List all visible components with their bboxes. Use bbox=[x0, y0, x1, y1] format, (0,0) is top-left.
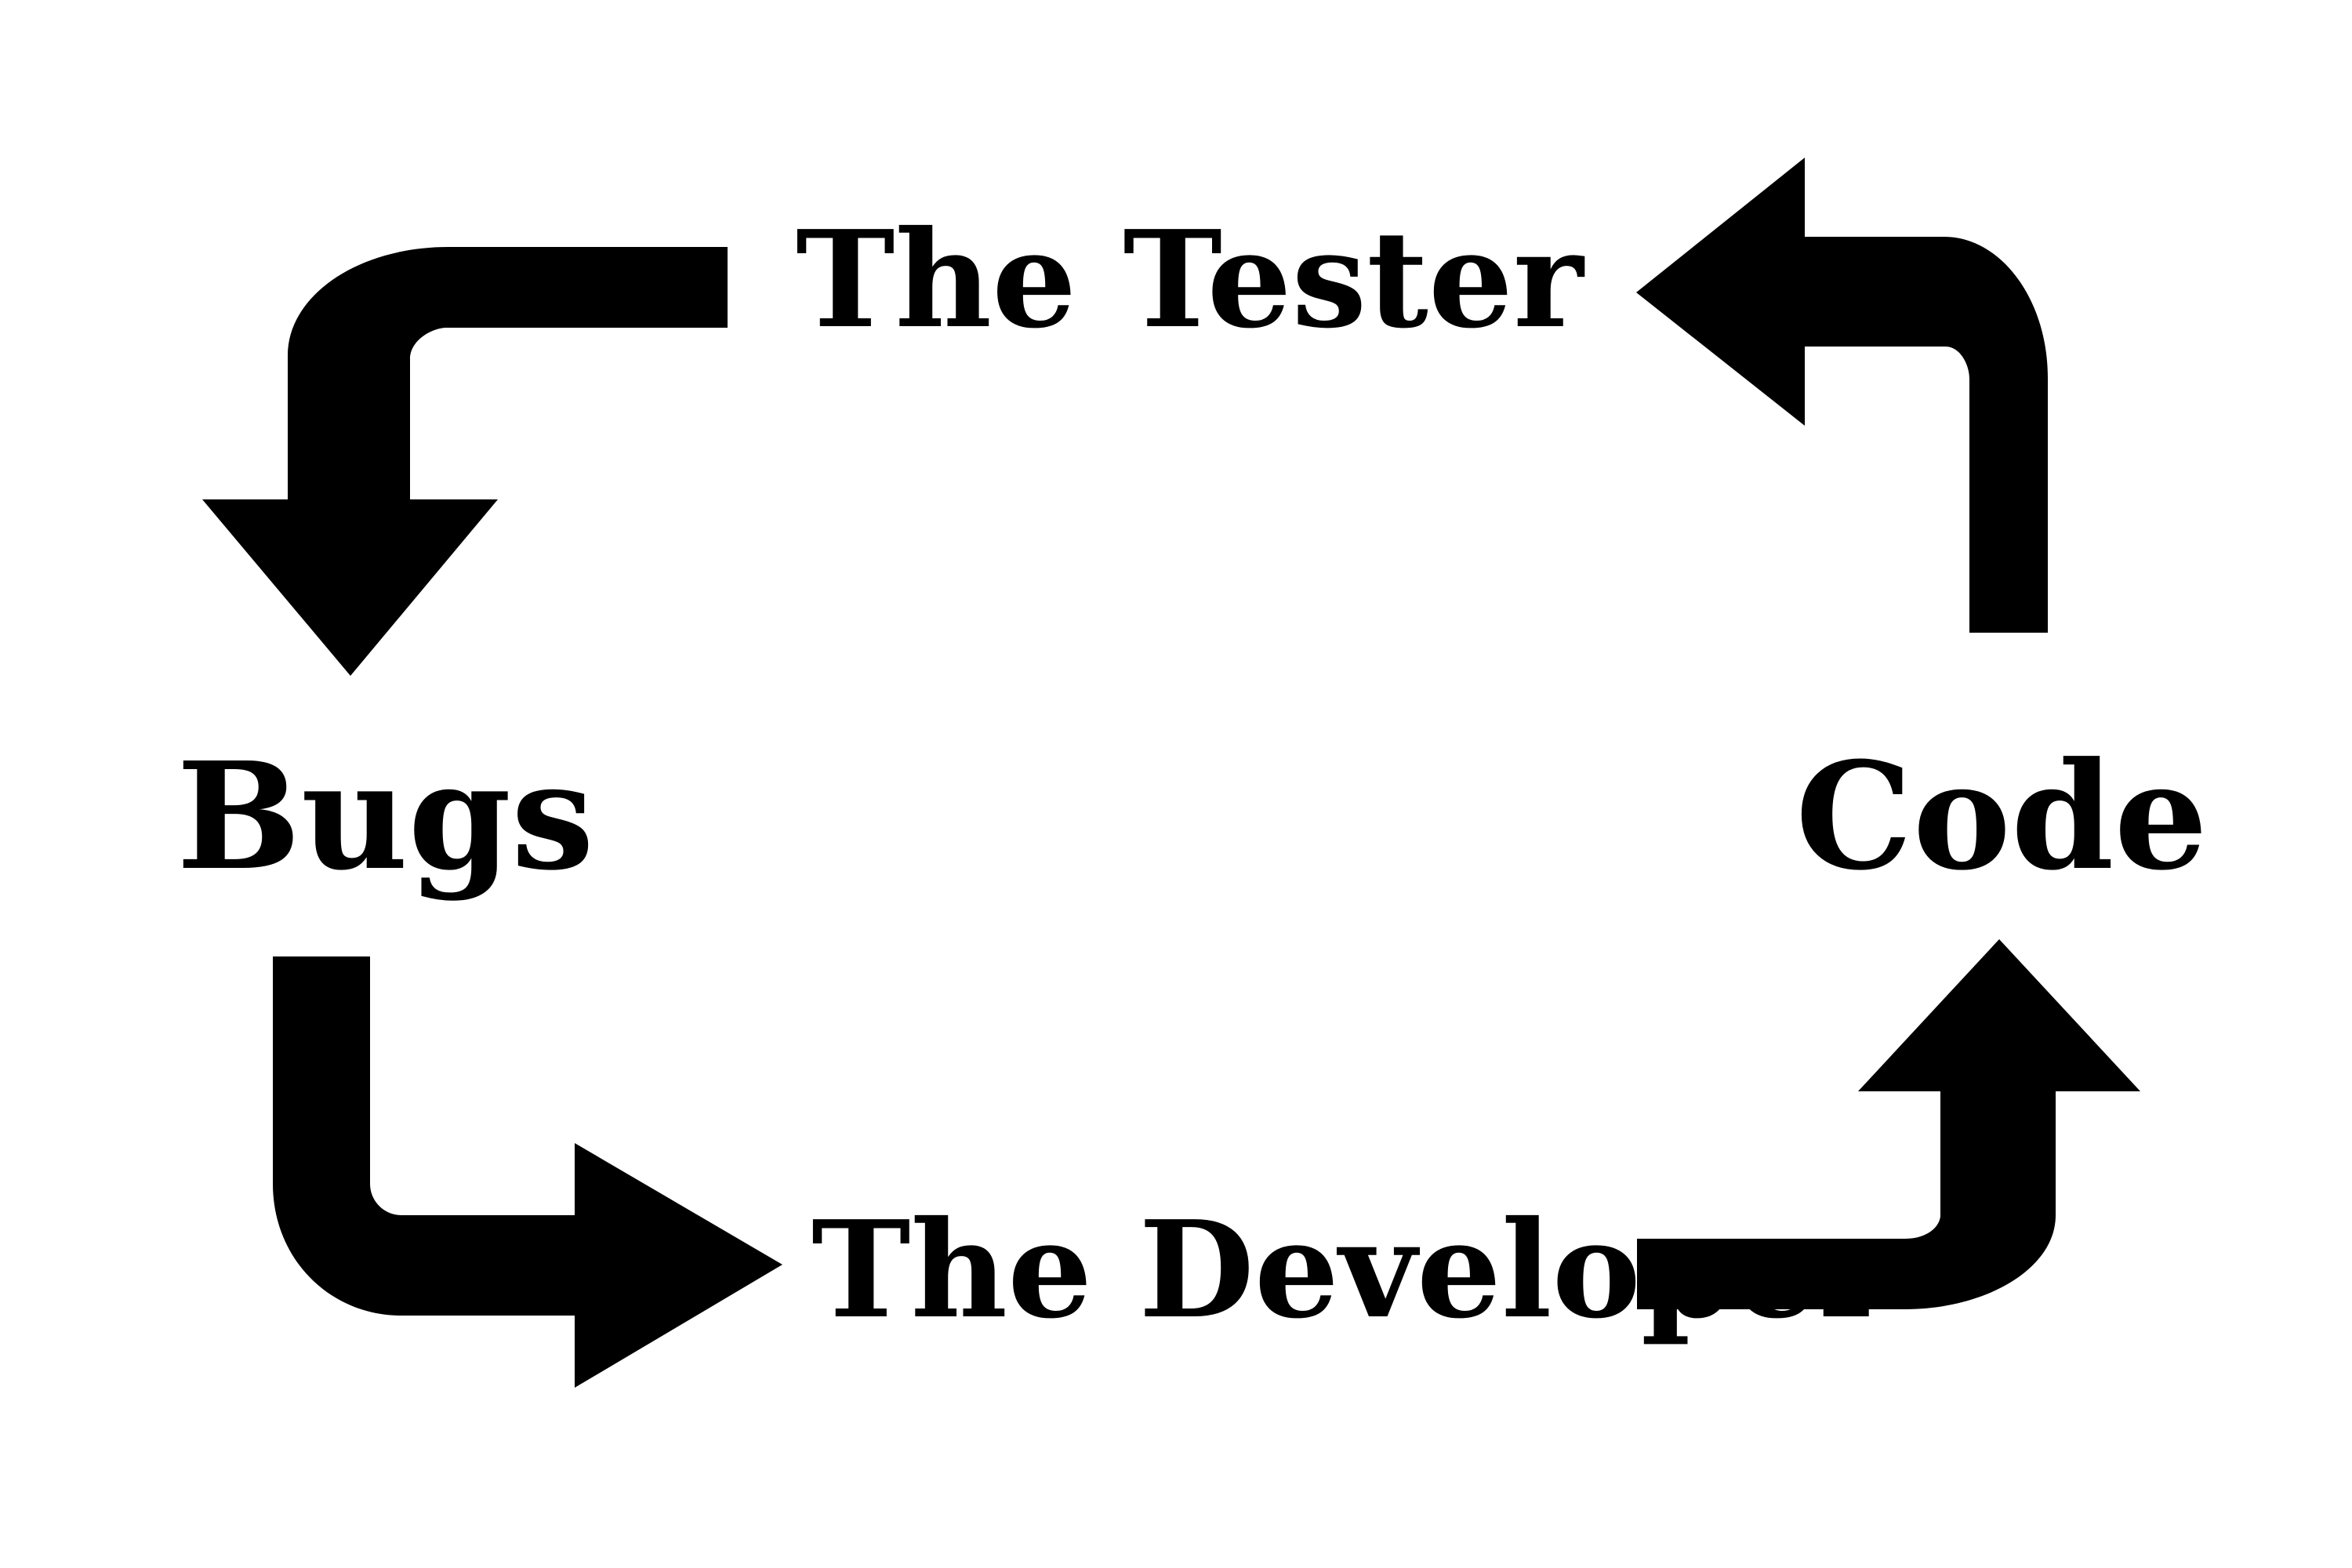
actor-label-tester: The Tester bbox=[796, 201, 1584, 358]
arrow-tester-to-bugs bbox=[202, 247, 728, 676]
node-label-bugs: Bugs bbox=[176, 730, 594, 903]
arrow-developer-to-code bbox=[1637, 939, 2140, 1309]
node-label-code: Code bbox=[1795, 730, 2209, 903]
arrow-code-to-tester bbox=[1636, 158, 2048, 633]
arrow-bugs-to-developer bbox=[273, 956, 782, 1388]
actor-label-developer: The Developer bbox=[811, 1192, 1889, 1348]
